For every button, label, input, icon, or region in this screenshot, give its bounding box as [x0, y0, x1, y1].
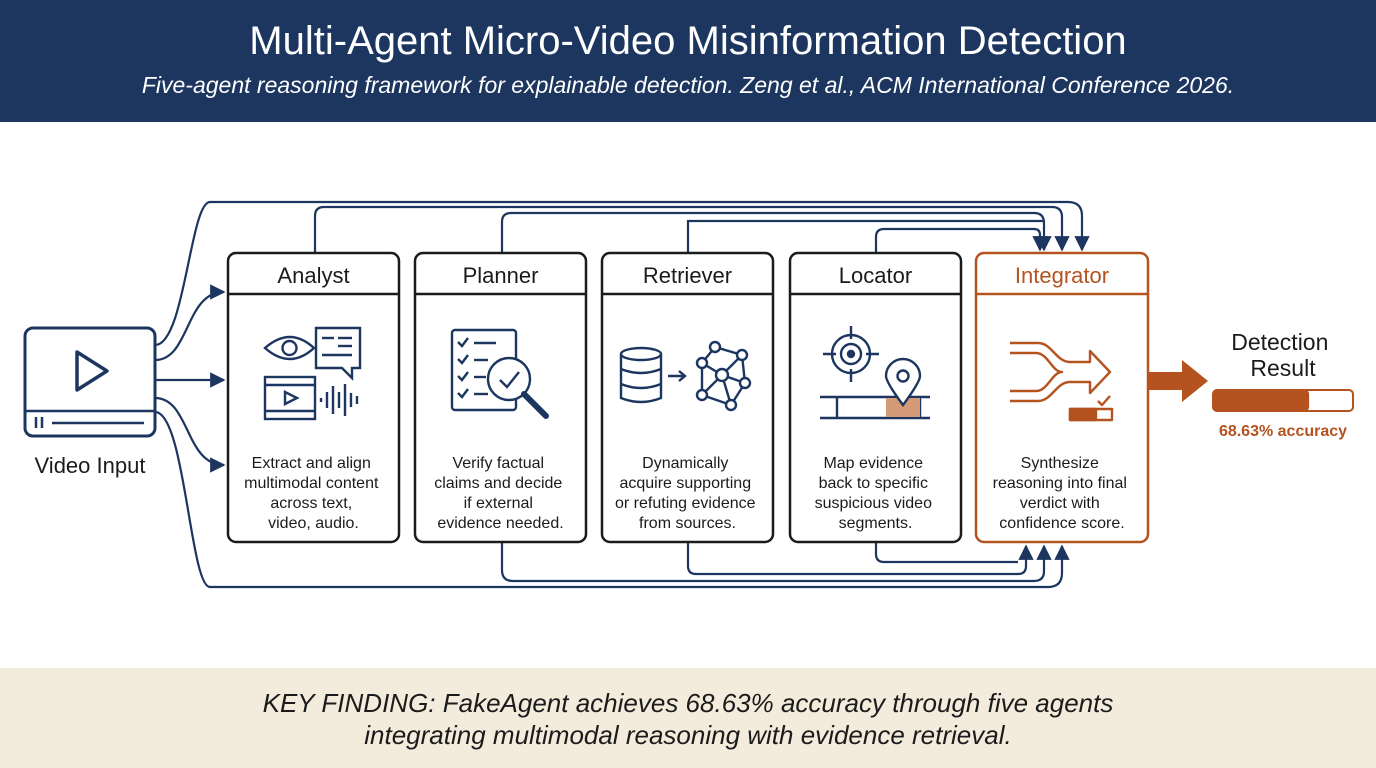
- key-finding-line-1: KEY FINDING: FakeAgent achieves 68.63% a…: [262, 688, 1114, 718]
- connector-retriever-to-integrator-bottom: [686, 543, 1034, 576]
- header-banner: Multi-Agent Micro-Video Misinformation D…: [0, 0, 1376, 122]
- agent-desc: Extract and align multimodal content acr…: [244, 455, 383, 532]
- agent-title: Analyst: [277, 263, 349, 288]
- key-finding-line-2: integrating multimodal reasoning with ev…: [364, 720, 1012, 750]
- connector-analyst-to-integrator-top: [313, 205, 1070, 252]
- agent-planner: Planner Verify factual claims and decide…: [413, 251, 588, 544]
- agent-locator: Locator Map evidence back to specific su…: [788, 251, 963, 544]
- agent-integrator: Integrator Synthesize reasoning into fin…: [974, 251, 1150, 544]
- result-label: Detection Result: [1231, 329, 1335, 381]
- agent-box: [974, 251, 1150, 544]
- audio-wave-icon: [319, 384, 359, 416]
- agent-desc: Map evidence back to specific suspicious…: [815, 455, 937, 532]
- connector-locator-to-integrator-top: [874, 227, 1048, 252]
- connector-input-to-analyst-lower: [154, 396, 226, 473]
- agent-desc: Dynamically acquire supporting or refuti…: [615, 455, 760, 532]
- connector-locator-to-integrator-bottom: [874, 543, 1018, 564]
- connector-input-to-analyst-upper: [154, 284, 226, 362]
- target-pin-icon: [820, 326, 930, 420]
- chat-doc-icon: [314, 326, 362, 381]
- film-icon: [263, 375, 317, 421]
- agent-box: [226, 251, 401, 544]
- arrow-right-icon: [668, 370, 687, 382]
- connector-input-to-integrator-bottom: [154, 410, 1070, 589]
- agent-title: Retriever: [643, 263, 732, 288]
- magnifier-icon: [486, 356, 532, 402]
- agent-desc: Verify factual claims and decide if exte…: [434, 455, 567, 532]
- merge-arrows-icon: [1010, 341, 1114, 422]
- agent-desc: Synthesize reasoning into final verdict …: [993, 455, 1132, 532]
- accuracy-bar-fill: [1213, 390, 1310, 411]
- connector-planner-to-integrator-bottom: [500, 543, 1052, 583]
- output-arrow-icon: [1148, 360, 1208, 402]
- multimodal-icon: [263, 326, 362, 421]
- check-icon: [1097, 395, 1111, 407]
- agent-retriever: Retriever Dynamically acquire supporting…: [600, 251, 775, 544]
- detection-result: Detection Result 68.63% accuracy: [1212, 329, 1354, 440]
- eye-icon: [263, 335, 316, 361]
- agent-title: Integrator: [1015, 263, 1109, 288]
- database-network-icon: [619, 340, 752, 412]
- agent-title: Locator: [839, 263, 912, 288]
- video-input-node: Video Input: [23, 326, 157, 478]
- checklist-magnifier-icon: [450, 328, 549, 419]
- connector-lines: [154, 200, 1090, 589]
- connector-retriever-to-integrator-top: [686, 219, 1044, 252]
- agent-title: Planner: [463, 263, 539, 288]
- agent-box: [600, 251, 775, 544]
- connector-planner-to-integrator-top: [500, 211, 1052, 252]
- agent-analyst: Analyst Extract and align multimodal con…: [226, 251, 401, 544]
- video-input-label: Video Input: [35, 453, 146, 478]
- page-title: Multi-Agent Micro-Video Misinformation D…: [249, 19, 1127, 63]
- highlighted-segment: [886, 398, 920, 417]
- connector-input-to-integrator-top: [154, 200, 1090, 347]
- page-subtitle: Five-agent reasoning framework for expla…: [141, 72, 1235, 98]
- key-finding-footer: KEY FINDING: FakeAgent achieves 68.63% a…: [0, 668, 1376, 768]
- accuracy-text: 68.63% accuracy: [1219, 423, 1347, 440]
- play-icon: [75, 350, 109, 392]
- network-icon: [695, 340, 752, 412]
